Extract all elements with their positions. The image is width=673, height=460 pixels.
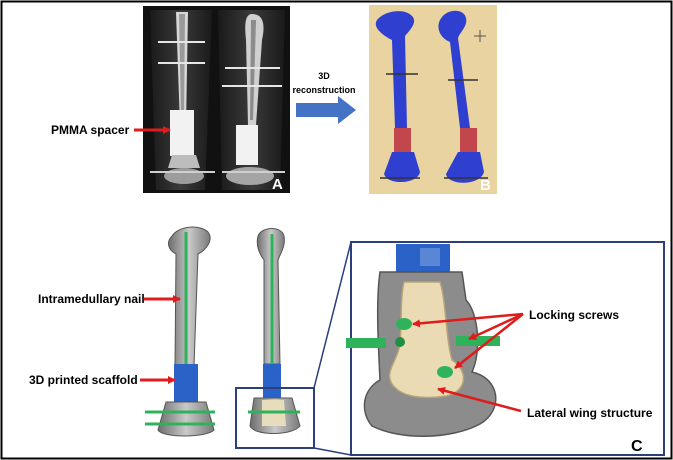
lateral-wing-arrow: [437, 386, 522, 413]
pmma-spacer-label: PMMA spacer: [51, 123, 130, 137]
lateral-wing-label: Lateral wing structure: [527, 406, 653, 420]
zoom-region-box: [235, 387, 315, 449]
locking-screws-arrow-1: [412, 312, 524, 328]
locking-screws-arrow-3: [454, 313, 524, 369]
panel-a-letter: A: [272, 176, 283, 193]
femur-model-side: [248, 228, 301, 434]
panel-c-letter: C: [631, 438, 643, 455]
panel-b-letter: B: [480, 177, 491, 194]
locking-screws-arrow-2: [468, 312, 524, 341]
locking-screws-label: Locking screws: [529, 308, 619, 322]
reconstruction-label-line2: reconstruction: [292, 85, 355, 95]
femur-model-front: [145, 226, 215, 437]
reconstruction-label-line1: 3D: [318, 71, 330, 81]
panel-a-ct-image: [143, 6, 290, 193]
zoom-connector-bottom: [313, 447, 352, 456]
panel-b-reconstruction: [369, 5, 497, 194]
process-arrow: [296, 96, 356, 124]
printed-scaffold-label: 3D printed scaffold: [29, 373, 138, 387]
intramedullary-nail-label: Intramedullary nail: [38, 292, 145, 306]
zoom-connector-top: [313, 241, 352, 389]
